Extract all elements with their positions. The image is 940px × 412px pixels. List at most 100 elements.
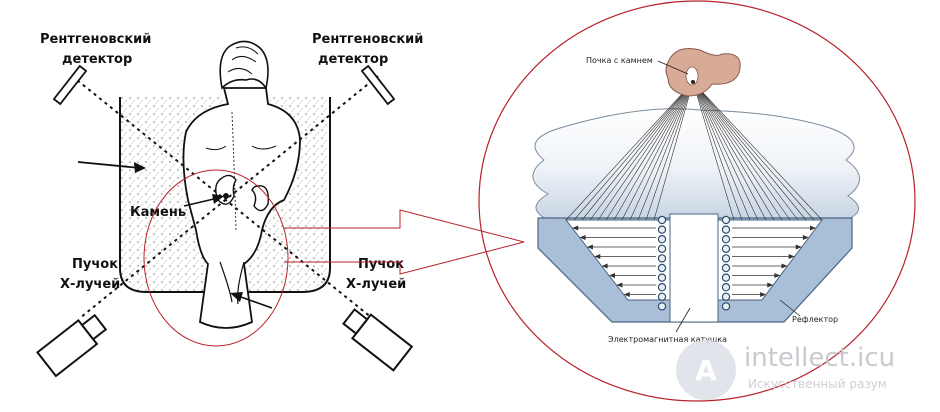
reflector-arrowhead-left <box>623 292 630 297</box>
zoom-arrow-outline <box>284 209 525 275</box>
reflector-arrows <box>572 225 816 297</box>
reflector-arrowhead-right <box>810 225 816 231</box>
coil-winding-left <box>657 292 667 301</box>
coil-winding-left <box>657 302 667 311</box>
shockwave-ray <box>692 81 735 221</box>
shockwave-ray <box>692 81 775 221</box>
shockwave-ray <box>581 81 694 221</box>
beam-path-right <box>79 75 379 319</box>
shockwave-ray <box>597 81 694 221</box>
shockwave-ray <box>629 81 694 221</box>
coil-right <box>721 215 731 311</box>
coil-winding-left <box>657 273 667 282</box>
zoom-ellipse-small <box>143 169 289 347</box>
coil-winding-right <box>721 302 731 311</box>
zoom-ellipse-large <box>478 0 916 402</box>
coil-winding-right <box>721 283 731 292</box>
stone-arrow-icon <box>183 194 224 207</box>
coil-winding-left <box>657 263 667 273</box>
coil-winding-right <box>721 273 731 282</box>
reflector-arrowhead-right <box>781 263 788 269</box>
beam-right-line2: Х-лучей <box>346 277 406 292</box>
watermark-tagline: Искусственный разум <box>748 377 887 391</box>
watermark-logo-icon <box>676 340 736 400</box>
coil-winding-left <box>657 225 667 234</box>
coil-label: Электромагнитная катушка <box>608 335 727 344</box>
reflector-arrowhead-left <box>594 254 601 259</box>
right-panel: Почка с камнем Рефлектор Электромагнитна… <box>532 48 860 344</box>
reflector-arrowhead-right <box>795 244 802 250</box>
xray-detector-left <box>52 64 88 106</box>
left-panel: Рентгеновский детектор Рентгеновский дет… <box>36 32 423 378</box>
coil-winding-left <box>657 234 667 244</box>
shockwave-ray <box>653 81 694 221</box>
shockwave-ray <box>605 81 694 221</box>
watermark: A intellect.icu Искусственный разум <box>676 340 895 400</box>
coil-winding-left <box>657 254 667 263</box>
coil-winding-left <box>657 283 667 292</box>
xray-source-left <box>36 313 108 378</box>
kidney-stone-icon <box>691 80 695 84</box>
shockwave-ray <box>692 81 791 221</box>
patient-hair-icon <box>219 40 269 91</box>
reflector-arrowhead-left <box>616 282 623 288</box>
reflector-arrowhead-right <box>774 273 781 278</box>
reflector-arrowhead-right <box>788 254 795 259</box>
shockwave-ray <box>692 81 823 221</box>
shockwave-ray <box>692 81 807 221</box>
reflector-arrowhead-right <box>760 292 767 297</box>
reflector-arrowhead-left <box>586 244 593 250</box>
stone-label: Камень <box>130 205 186 220</box>
shockwave-ray <box>692 81 783 221</box>
shockwave-rays <box>565 81 823 221</box>
detector-right-line1: Рентгеновский <box>312 32 423 47</box>
shockwave-ray <box>645 81 694 221</box>
xray-detector-right <box>360 64 396 106</box>
shockwave-ray <box>589 81 694 221</box>
beam-path-left <box>71 75 373 319</box>
beam-right-line1: Пучок <box>358 257 404 272</box>
reflector-arrowhead-right <box>802 235 809 240</box>
shockwave-ray <box>573 81 694 221</box>
detector-left-line2: детектор <box>62 52 132 67</box>
shockwave-ray <box>613 81 694 221</box>
reflector-label: Рефлектор <box>792 315 838 324</box>
coil-winding-right <box>721 215 731 225</box>
shockwave-ray <box>692 81 759 221</box>
shock-arrow-icon <box>230 292 273 309</box>
patient-figure <box>182 40 301 329</box>
reflector-arrowhead-left <box>601 263 608 269</box>
beam-left-line1: Пучок <box>72 257 118 272</box>
kidney-with-stone-icon <box>665 48 741 97</box>
coil-winding-right <box>721 263 731 273</box>
reflector-arrowhead-left <box>579 235 586 240</box>
shockwave-ray <box>621 81 694 221</box>
coil-channel <box>669 213 719 323</box>
coil-winding-left <box>657 244 667 253</box>
detector-left-line1: Рентгеновский <box>40 32 151 47</box>
detector-right-line2: детектор <box>318 52 388 67</box>
shockwave-ray <box>692 81 799 221</box>
coil-left <box>657 215 667 311</box>
beam-left-line2: Х-лучей <box>60 277 120 292</box>
coil-winding-left <box>657 215 667 225</box>
stone-icon <box>223 193 229 199</box>
coil-winding-right <box>721 234 731 244</box>
watermark-site: intellect.icu <box>744 343 895 373</box>
coil-winding-right <box>721 292 731 301</box>
coil-winding-right <box>721 254 731 263</box>
coil-winding-right <box>721 244 731 253</box>
shockwave-ray <box>692 81 751 221</box>
shockwave-ray <box>692 81 815 221</box>
water-arrow-icon <box>77 161 146 173</box>
water-cushion <box>532 108 860 221</box>
shockwave-ray <box>692 81 743 221</box>
watermark-logo-letter: A <box>695 354 717 387</box>
reflector-arrowhead-right <box>767 282 774 288</box>
reflector-arrowhead-left <box>572 225 579 231</box>
xray-source-right <box>342 308 414 372</box>
shockwave-ray <box>692 81 767 221</box>
coil-winding-right <box>721 225 731 234</box>
zoom-callout <box>143 0 916 402</box>
